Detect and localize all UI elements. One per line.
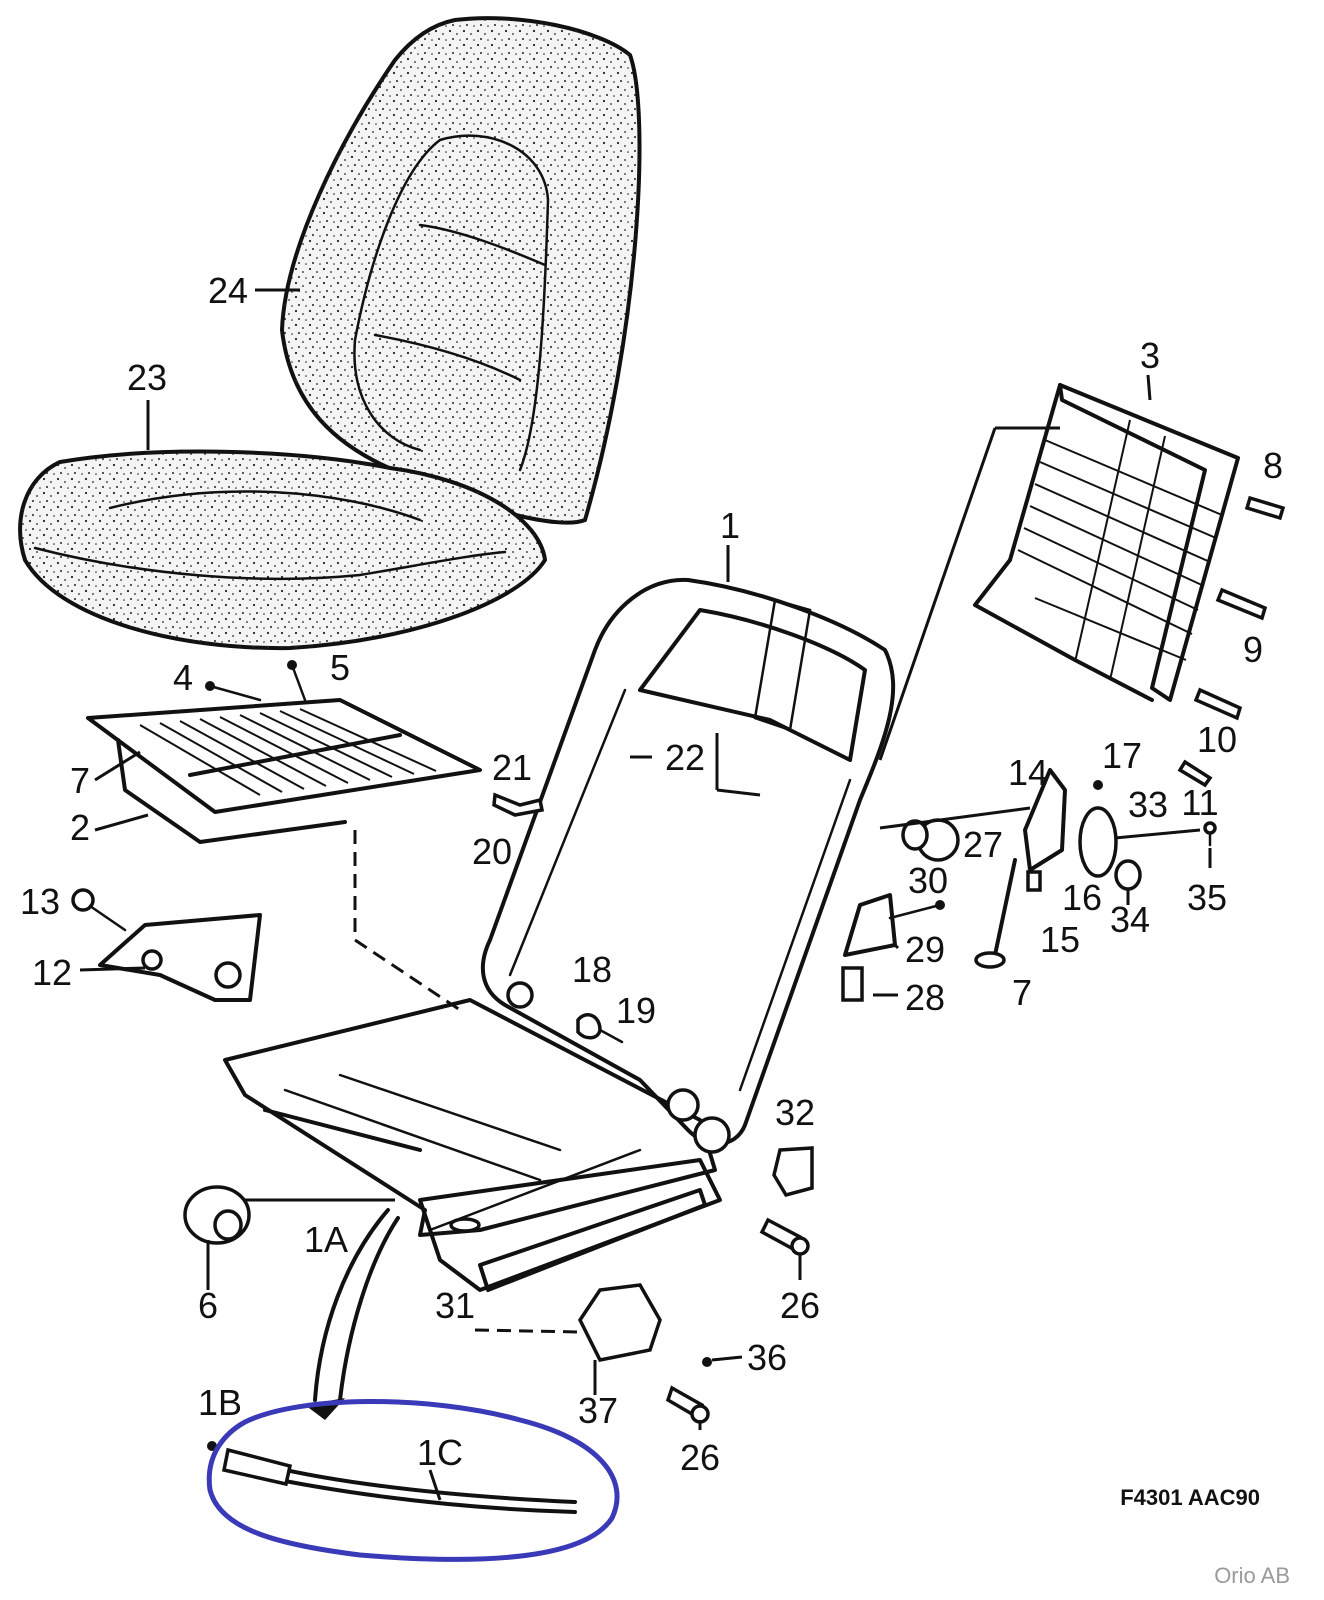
part-label-2: 2 [70, 807, 90, 848]
part-label-4: 4 [173, 657, 193, 698]
part-label-9: 9 [1243, 629, 1263, 670]
leader-lines [79, 288, 1212, 1501]
drive-cable [221, 1208, 577, 1514]
part-label-26-upper: 26 [780, 1285, 820, 1326]
part-label-3: 3 [1140, 335, 1160, 376]
part-label-5: 5 [330, 647, 350, 688]
highlight-outline [206, 1399, 620, 1562]
part-label-32: 32 [775, 1092, 815, 1133]
seat-frame [223, 577, 896, 1292]
part-label-23: 23 [127, 357, 167, 398]
part-label-7-left: 7 [70, 760, 90, 801]
part-label-35: 35 [1187, 877, 1227, 918]
hardware-parts [71, 495, 1286, 1451]
part-label-26-lower: 26 [680, 1437, 720, 1478]
part-label-8: 8 [1263, 445, 1283, 486]
part-label-13: 13 [20, 881, 60, 922]
part-label-11: 11 [1181, 782, 1218, 823]
part-label-29: 29 [905, 929, 945, 970]
part-label-1c: 1C [417, 1432, 463, 1473]
part-label-34: 34 [1110, 899, 1150, 940]
image-credit: Orio AB [1214, 1563, 1290, 1588]
part-label-17: 17 [1102, 735, 1142, 776]
part-label-37: 37 [578, 1390, 618, 1431]
part-label-30: 30 [908, 860, 948, 901]
part-label-19: 19 [616, 990, 656, 1031]
backrest-spring [973, 383, 1240, 702]
part-label-1: 1 [720, 505, 740, 546]
part-label-24: 24 [208, 270, 248, 311]
part-label-1a: 1A [304, 1219, 348, 1260]
part-label-20: 20 [472, 831, 512, 872]
part-label-18: 18 [572, 949, 612, 990]
part-label-27: 27 [963, 824, 1003, 865]
assembly-guide-lines [353, 830, 581, 1334]
part-label-12: 12 [32, 952, 72, 993]
part-label-7-right: 7 [1012, 972, 1032, 1013]
part-label-14: 14 [1008, 752, 1048, 793]
seat-cushion [18, 449, 548, 651]
part-label-36: 36 [747, 1337, 787, 1378]
part-label-1b: 1B [198, 1382, 242, 1423]
seat-pan-spring [86, 698, 482, 844]
part-labels: 1 1A 1B 1C 2 3 4 5 6 7 7 8 9 10 11 12 13… [20, 270, 1283, 1478]
part-label-22: 22 [665, 737, 705, 778]
part-label-33: 33 [1128, 784, 1168, 825]
part-label-6: 6 [198, 1285, 218, 1326]
part-label-28: 28 [905, 977, 945, 1018]
part-label-21: 21 [492, 747, 532, 788]
part-label-31: 31 [435, 1285, 475, 1326]
drawing-code: F4301 AAC90 [1120, 1485, 1260, 1510]
part-label-10: 10 [1197, 719, 1237, 760]
part-label-15: 15 [1040, 919, 1080, 960]
part-label-16: 16 [1062, 877, 1102, 918]
seat-back-cushion [279, 16, 642, 525]
